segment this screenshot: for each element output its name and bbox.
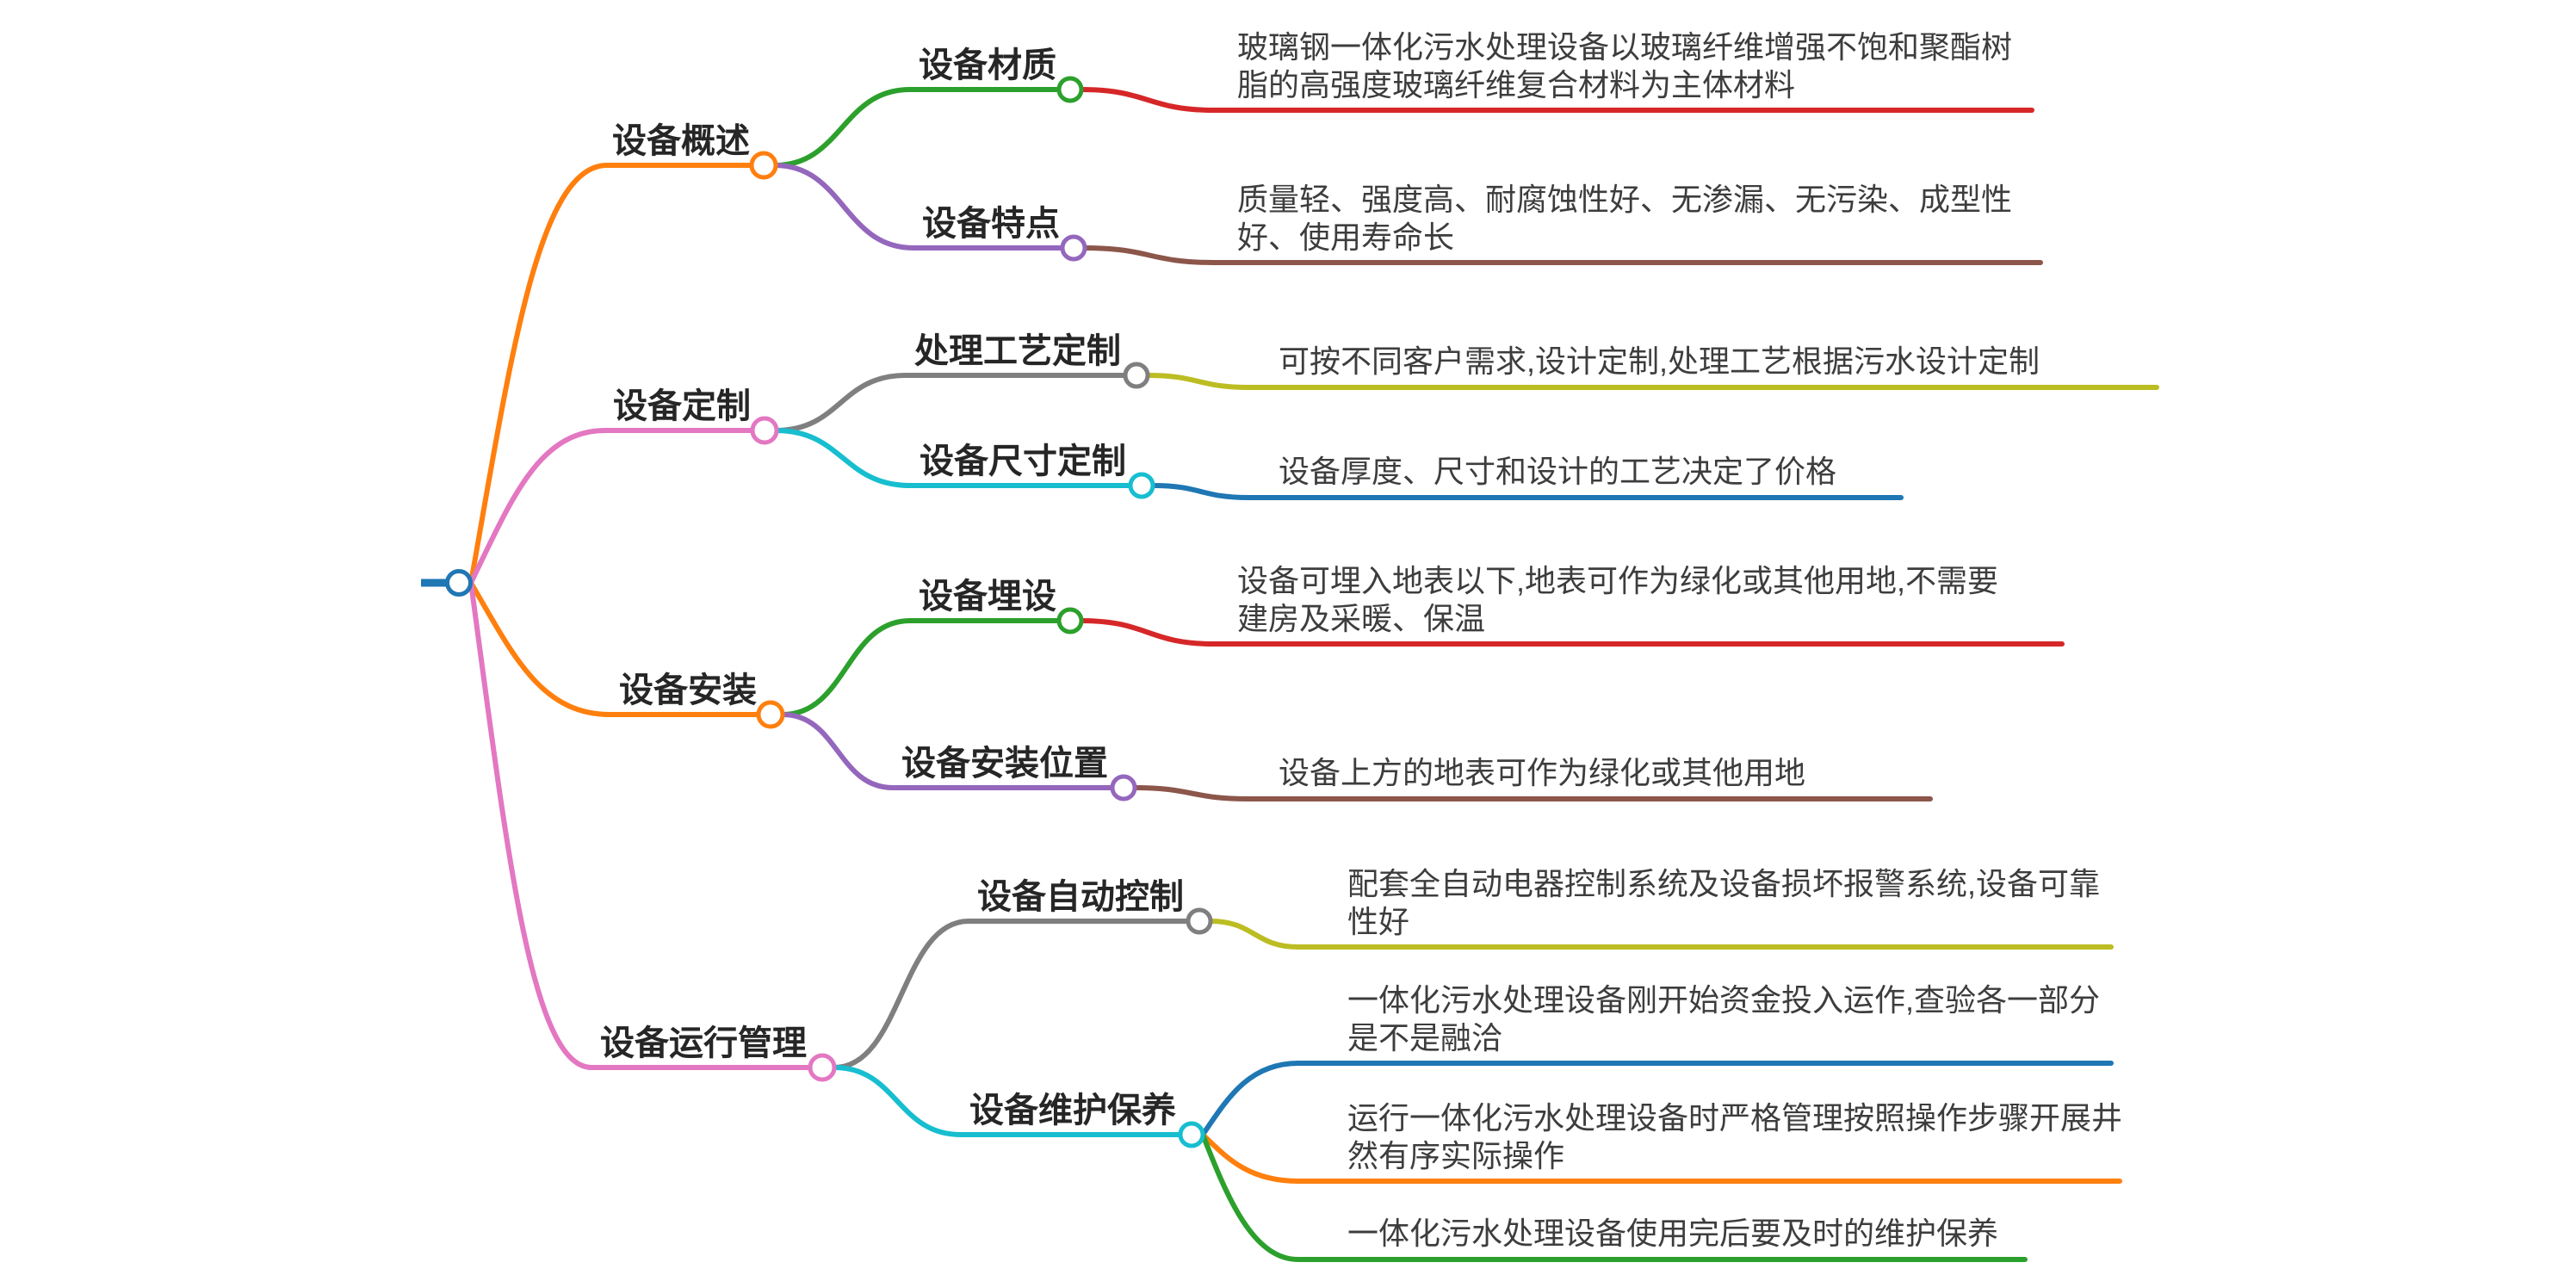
link-equipment-customization	[468, 428, 755, 585]
leaf-text-maintenance-1[interactable]: 一体化污水处理设备刚开始资金投入运作,查验各一部分 是不是融洽	[1347, 982, 2101, 1055]
node-label-installation-position[interactable]: 设备安装位置	[901, 745, 1108, 783]
leaf-line-maintenance-text-2	[1200, 1132, 2122, 1184]
leaf-text-material[interactable]: 玻璃钢一体化污水处理设备以玻璃纤维增强不饱和聚酯树 脂的高强度玻璃纤维复合材料为…	[1237, 29, 2013, 102]
node-circle-equipment-features[interactable]	[1060, 234, 1087, 262]
leaf-line-maintenance-text-3	[1200, 1132, 2028, 1262]
leaf-line-size-customization-text	[1150, 483, 1904, 500]
leaf-line-features-text	[1082, 245, 2043, 265]
node-label-process-customization[interactable]: 处理工艺定制	[914, 332, 1121, 370]
link-equipment-installation	[468, 580, 761, 717]
node-label-size-customization[interactable]: 设备尺寸定制	[920, 442, 1126, 480]
node-circle-auto-control[interactable]	[1186, 907, 1213, 935]
node-circle-equipment-operation-management[interactable]	[808, 1053, 837, 1082]
leaf-text-maintenance-3[interactable]: 一体化污水处理设备使用完后要及时的维护保养	[1347, 1216, 1999, 1251]
node-circle-equipment-burial[interactable]	[1056, 607, 1084, 634]
node-label-equipment-customization[interactable]: 设备定制	[613, 387, 751, 425]
node-label-equipment-features[interactable]: 设备特点	[922, 205, 1060, 243]
leaf-text-features[interactable]: 质量轻、强度高、耐腐蚀性好、无渗漏、无污染、成型性 好、使用寿命长	[1237, 182, 2013, 255]
node-circle-size-customization[interactable]	[1128, 472, 1155, 499]
node-circle-equipment-installation[interactable]	[756, 700, 785, 729]
node-label-maintenance[interactable]: 设备维护保养	[969, 1092, 1176, 1129]
node-label-equipment-burial[interactable]: 设备埋设	[919, 578, 1056, 616]
root-node-circle[interactable]	[445, 569, 473, 597]
node-label-equipment-operation-management[interactable]: 设备运行管理	[600, 1024, 807, 1062]
node-circle-installation-position[interactable]	[1110, 774, 1137, 801]
leaf-line-burial-text	[1079, 618, 2065, 647]
node-circle-maintenance[interactable]	[1178, 1121, 1205, 1148]
leaf-text-size-customization[interactable]: 设备厚度、尺寸和设计的工艺决定了价格	[1279, 454, 1837, 489]
node-circle-process-customization[interactable]	[1123, 362, 1150, 389]
link-size-customization	[773, 428, 1133, 488]
leaf-line-process-customization-text	[1145, 373, 2159, 390]
leaf-text-process-customization[interactable]: 可按不同客户需求,设计定制,处理工艺根据污水设计定制	[1279, 343, 2040, 379]
leaf-line-auto-control-text	[1208, 919, 2114, 950]
link-equipment-features	[772, 163, 1065, 251]
node-circle-equipment-overview[interactable]	[749, 151, 778, 180]
link-equipment-material	[772, 87, 1062, 168]
node-label-auto-control[interactable]: 设备自动控制	[977, 878, 1184, 916]
leaf-text-maintenance-2[interactable]: 运行一体化污水处理设备时严格管理按照操作步骤开展井 然有序实际操作	[1347, 1100, 2123, 1173]
node-label-equipment-material[interactable]: 设备材质	[919, 46, 1056, 84]
link-equipment-burial	[780, 618, 1062, 717]
leaf-text-burial[interactable]: 设备可埋入地表以下,地表可作为绿化或其他用地,不需要 建房及采暖、保温	[1237, 563, 1999, 636]
leaf-text-auto-control[interactable]: 配套全自动电器控制系统及设备损坏报警系统,设备可靠 性好	[1347, 866, 2101, 939]
link-auto-control	[832, 919, 1191, 1070]
node-circle-equipment-material[interactable]	[1056, 76, 1084, 103]
link-maintenance	[832, 1065, 1183, 1137]
leaf-line-maintenance-text-1	[1200, 1061, 2114, 1137]
link-equipment-operation-management	[468, 580, 813, 1070]
node-label-equipment-installation[interactable]: 设备安装	[619, 671, 757, 709]
link-installation-position	[780, 712, 1115, 790]
link-equipment-overview	[468, 163, 754, 585]
link-process-customization	[773, 373, 1128, 433]
leaf-line-installation-position-text	[1132, 785, 1933, 801]
leaf-line-material-text	[1079, 87, 2034, 113]
leaf-text-installation-position[interactable]: 设备上方的地表可作为绿化或其他用地	[1279, 755, 1806, 790]
node-label-equipment-overview[interactable]: 设备概述	[612, 122, 750, 160]
node-circle-equipment-customization[interactable]	[750, 416, 779, 445]
